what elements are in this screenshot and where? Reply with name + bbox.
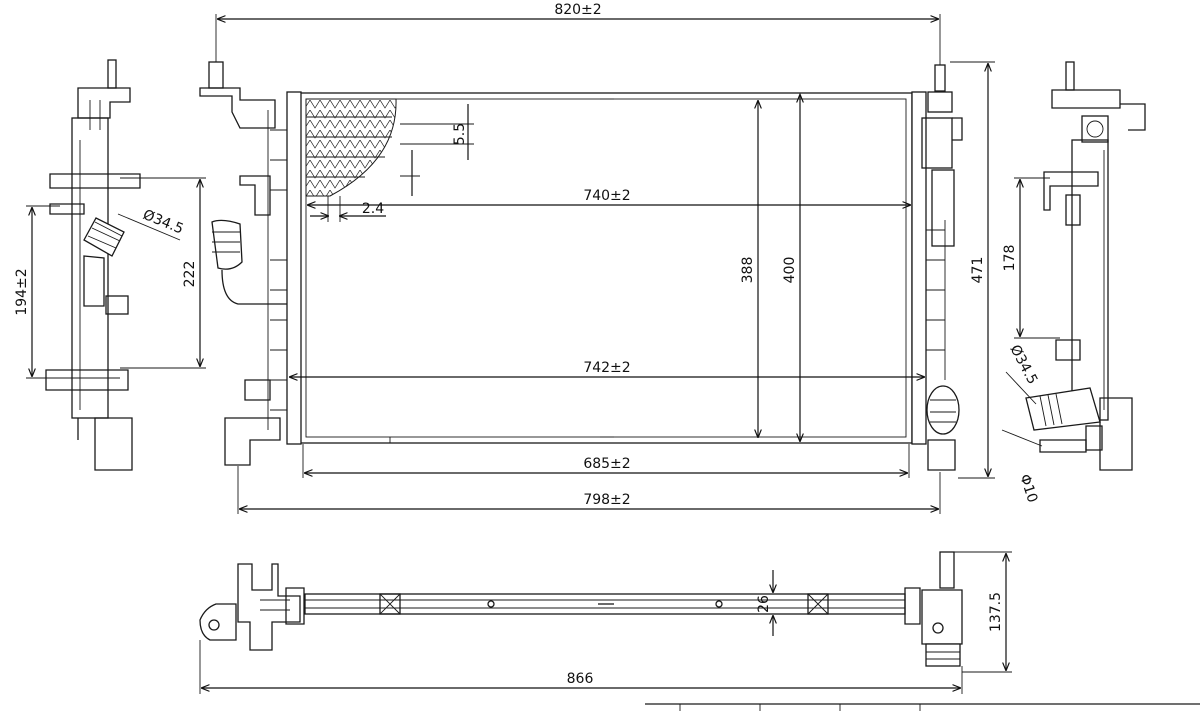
dim-742: 742±2 xyxy=(583,360,630,376)
front-view xyxy=(199,61,963,471)
left-hose-neck xyxy=(83,217,125,307)
dim-471: 471 xyxy=(970,257,986,284)
left-tank xyxy=(286,91,302,445)
left-side-view xyxy=(45,59,141,471)
right-side-view xyxy=(1025,61,1146,471)
right-hose-outlet xyxy=(1025,387,1101,431)
radiator-core xyxy=(299,92,913,444)
dim-400: 400 xyxy=(782,257,798,284)
bottom-dimensions: 26 137.5 866 xyxy=(199,551,1012,694)
dim-right-diameter: Ø34.5 xyxy=(1006,342,1040,387)
dim-194: 194±2 xyxy=(14,268,30,315)
right-side-dimensions: 178 Ø34.5 Φ10 xyxy=(1001,177,1060,505)
bottom-view xyxy=(199,551,963,667)
dim-137-5: 137.5 xyxy=(988,592,1004,632)
dim-26: 26 xyxy=(756,595,772,613)
right-mount xyxy=(921,64,963,471)
front-dimensions: 820±2 740±2 742±2 685±2 798±2 388 400 47… xyxy=(215,2,995,514)
dim-178: 178 xyxy=(1002,245,1018,272)
dim-222: 222 xyxy=(182,261,198,288)
dim-5-5: 5.5 xyxy=(452,123,468,145)
dim-798: 798±2 xyxy=(583,492,630,508)
dim-740: 740±2 xyxy=(583,188,630,204)
fin-detail xyxy=(305,98,397,197)
top-left-mount xyxy=(199,61,287,466)
dim-820: 820±2 xyxy=(554,2,601,18)
title-block-edge xyxy=(645,703,1200,711)
dim-685: 685±2 xyxy=(583,456,630,472)
dim-866: 866 xyxy=(567,671,594,687)
dim-2-4: 2.4 xyxy=(362,201,384,217)
dim-388: 388 xyxy=(740,257,756,284)
right-tank xyxy=(911,91,927,445)
dim-right-small-diameter: Φ10 xyxy=(1016,472,1040,504)
left-side-dimensions: 222 194±2 Ø34.5 xyxy=(14,177,206,379)
